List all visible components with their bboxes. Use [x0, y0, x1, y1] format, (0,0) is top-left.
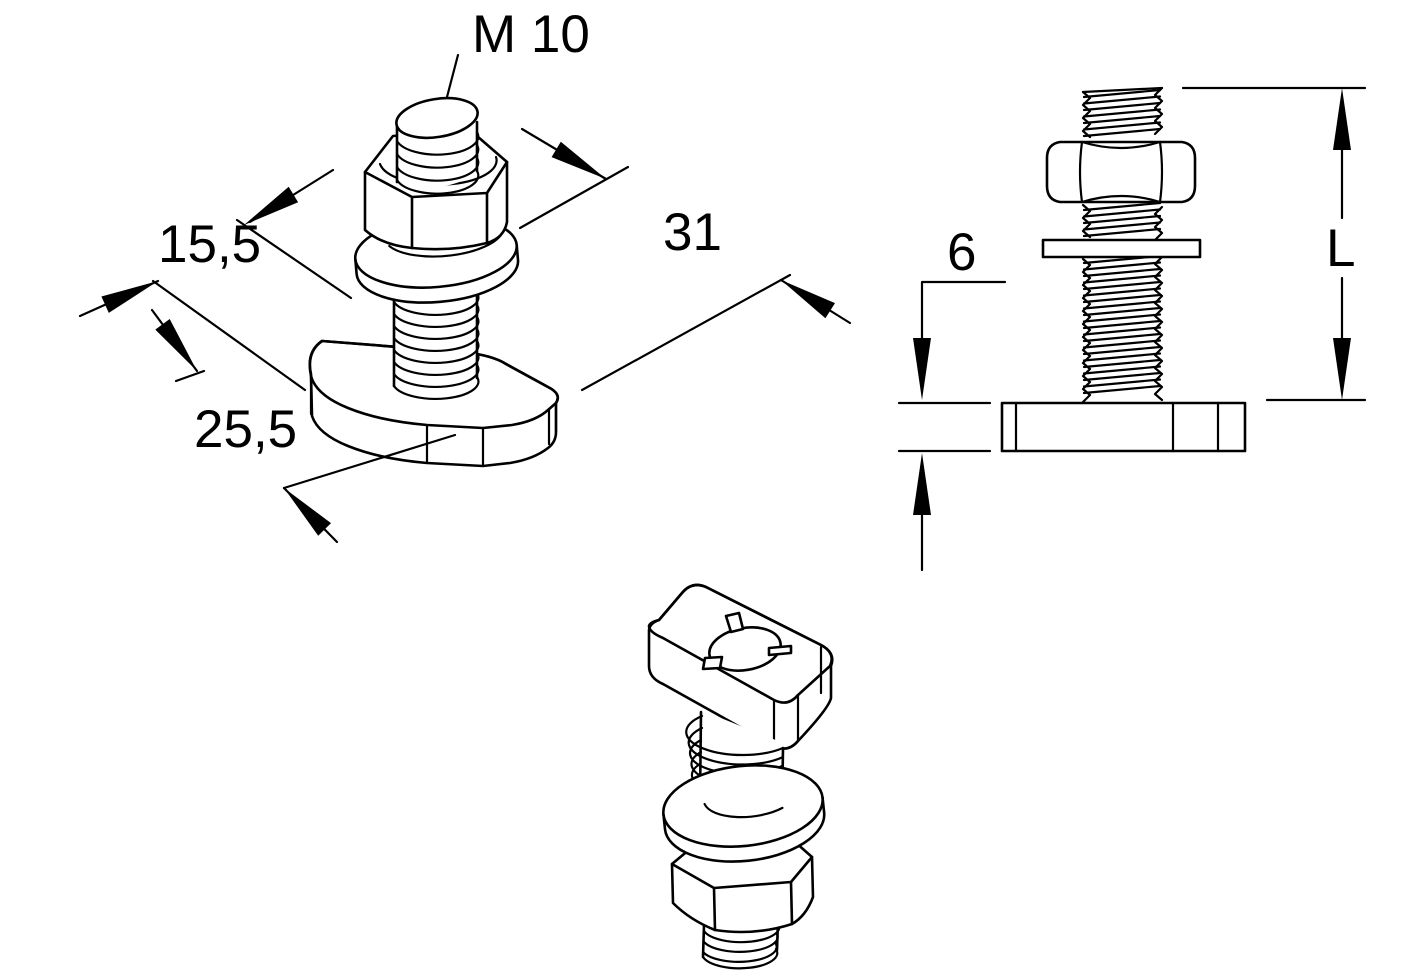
rod-crests-lower	[1082, 254, 1162, 395]
dim-15-5-ext-b	[151, 279, 307, 392]
dim-31-ext-b	[580, 273, 792, 392]
nut-outline	[1045, 140, 1197, 204]
dim-25-5-arrowhead-b	[284, 488, 331, 536]
dimension-annotations: M 10 15,5 31 25,5	[78, 5, 852, 544]
hex-nut-bottom	[670, 840, 815, 934]
stake-tab-left	[701, 655, 724, 671]
head-thickness-label: 6	[947, 223, 976, 282]
rod-crests-middle	[1082, 201, 1162, 238]
dim-25-5-arrowhead-a	[155, 319, 197, 371]
dim-15-5-arrowhead-b	[101, 281, 158, 313]
plate-facet-edges	[772, 645, 823, 748]
rod-crests-upper	[1082, 88, 1162, 138]
threaded-stud	[395, 96, 480, 195]
plate-facet-lines	[1014, 401, 1220, 453]
dim-25-5-ext	[282, 433, 457, 490]
bolt-length-label: L	[1326, 219, 1355, 278]
bolt-end-rings	[701, 921, 781, 970]
washer-rim	[354, 243, 520, 304]
stud-thread-rings	[395, 130, 480, 195]
dim-15-5-arrowhead-a	[244, 186, 299, 225]
hammer-head-plate-top	[647, 583, 834, 750]
dim-L-arrow-down	[1333, 338, 1351, 400]
dim-L-arrow-up	[1333, 88, 1351, 150]
washer-bottom-view	[662, 764, 826, 863]
dim-31-arrowhead-a	[551, 141, 606, 179]
rod-top-edge	[1081, 86, 1164, 94]
isometric-view: M 10 15,5 31 25,5	[78, 5, 852, 544]
dim-25-5-tick	[174, 369, 206, 383]
shaft-thread-rings	[392, 291, 480, 400]
nut-edges	[363, 160, 509, 250]
head-length-label: 25,5	[194, 400, 297, 459]
washer-rim	[662, 796, 826, 863]
plate-ext-lines-left	[897, 401, 992, 453]
dim-6-arrow-up	[913, 453, 931, 515]
washer-hole-rim	[703, 802, 784, 819]
thread-size-label: M 10	[472, 5, 590, 64]
plate-outline	[1000, 401, 1247, 453]
plate-top-face	[647, 583, 833, 704]
head-plate-side	[1000, 401, 1247, 453]
dim-6-arrow-down	[913, 338, 931, 400]
hex-nut-side	[1045, 140, 1197, 204]
side-view-dimensions: 6 L	[897, 86, 1367, 572]
lower-thread-shaft	[392, 286, 480, 400]
diagonal-length-label: 31	[663, 203, 722, 262]
hammer-head-plate	[308, 339, 560, 468]
dim-15-5-ext-a	[235, 218, 353, 300]
m10-leader-line	[445, 53, 460, 99]
stake-tab-top	[724, 611, 745, 634]
washer-side	[1041, 238, 1202, 259]
dim-31-arrowhead-b	[781, 280, 835, 319]
stud-top-face	[395, 96, 479, 140]
nut-edges	[670, 855, 814, 932]
nut-facet-lines	[1078, 140, 1164, 204]
side-view: 6 L	[897, 86, 1367, 572]
stake-tab-right	[767, 644, 793, 657]
bottom-isometric-view	[647, 583, 834, 970]
dim-31-ext-a	[518, 165, 630, 230]
nut-chamfer-arcs	[1080, 140, 1162, 204]
head-width-label: 15,5	[158, 215, 261, 274]
dim-6-leader	[920, 280, 1007, 347]
